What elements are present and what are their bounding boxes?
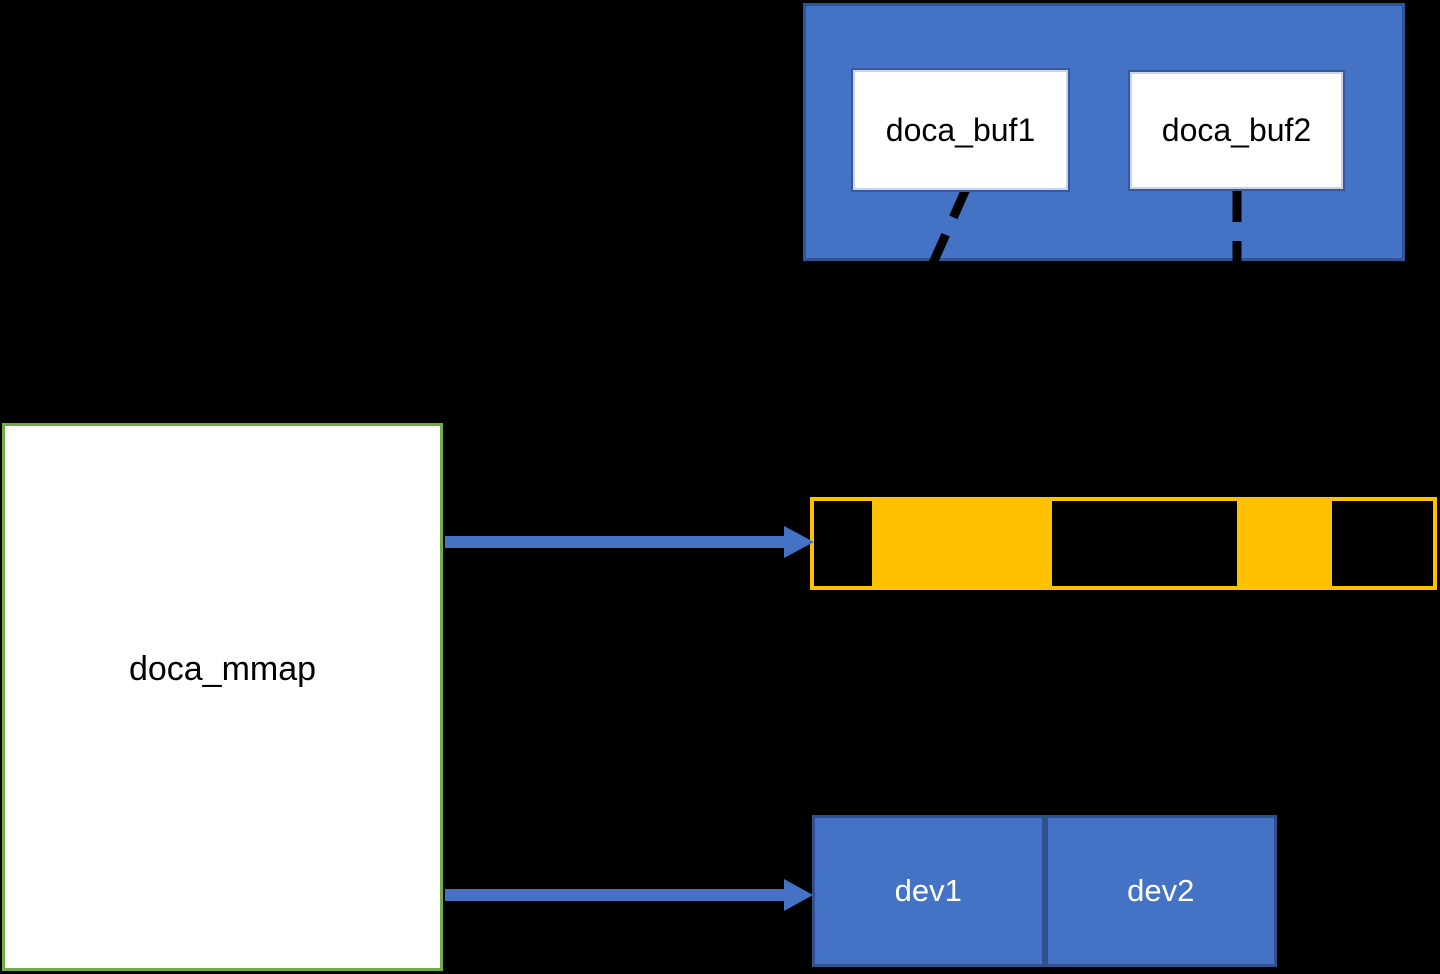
memory-segment-populated <box>872 501 1052 586</box>
memory-segment-empty <box>1332 501 1433 586</box>
doca-mmap-box: doca_mmap <box>2 423 443 971</box>
dev2-label: dev2 <box>1127 873 1195 908</box>
memory-segment-populated <box>1237 501 1332 586</box>
doca-buf1-box: doca_buf1 <box>851 68 1070 192</box>
memory-range-bar <box>810 497 1437 590</box>
memory-segment-empty <box>1052 501 1237 586</box>
doca-buf2-label: doca_buf2 <box>1161 112 1312 148</box>
doca-mmap-label: doca_mmap <box>128 649 317 688</box>
dev1-box: dev1 <box>812 815 1045 967</box>
dev1-label: dev1 <box>894 873 962 908</box>
doca-buf2-box: doca_buf2 <box>1128 70 1345 191</box>
memory-segment-empty <box>814 501 872 586</box>
dev2-box: dev2 <box>1044 815 1277 967</box>
doca-buf1-label: doca_buf1 <box>885 111 1036 148</box>
mmap-to-devices-arrow-head <box>784 879 813 911</box>
devices-container: dev1 dev2 <box>812 815 1277 967</box>
